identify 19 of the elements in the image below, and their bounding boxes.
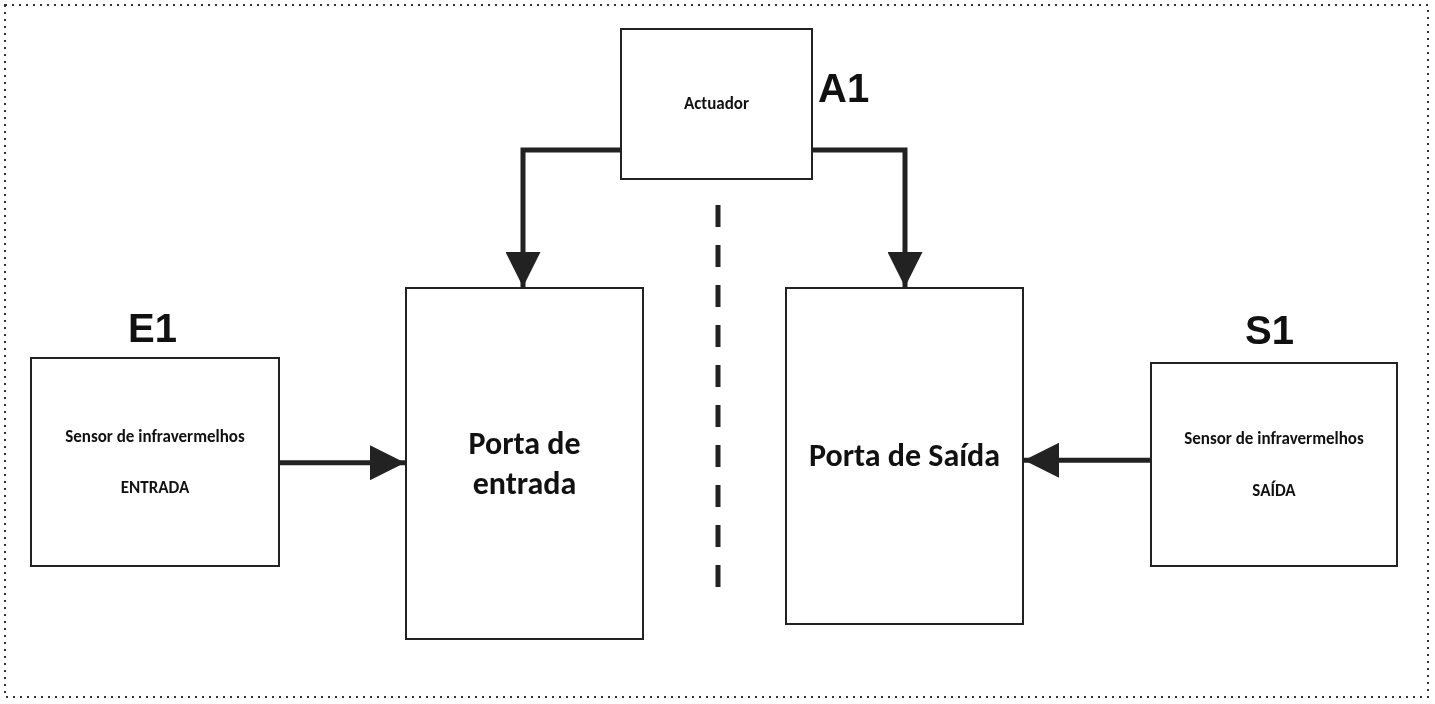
node-sublabel: ENTRADA xyxy=(119,477,191,499)
arrow xyxy=(505,147,620,287)
sensor-box xyxy=(1150,362,1398,567)
node-sublabel: SAÍDA xyxy=(1251,479,1297,501)
node-tag: S1 xyxy=(1245,308,1294,353)
node-tag: E1 xyxy=(128,306,177,351)
door-box xyxy=(405,287,644,640)
arrow xyxy=(813,147,923,287)
node-label: Porta de entrada xyxy=(467,423,582,504)
arrow xyxy=(280,445,405,481)
sensor-box xyxy=(30,357,280,567)
node-label: Sensor de infravermelhos xyxy=(64,425,246,447)
node-label: Porta de Saída xyxy=(807,436,1002,476)
node-label: Sensor de infravermelhos xyxy=(1183,428,1365,450)
actuator-box xyxy=(620,28,813,180)
node-tag: A1 xyxy=(818,66,870,111)
door-box xyxy=(785,287,1024,625)
node-label: Actuador xyxy=(682,93,751,115)
arrow xyxy=(1024,442,1150,478)
